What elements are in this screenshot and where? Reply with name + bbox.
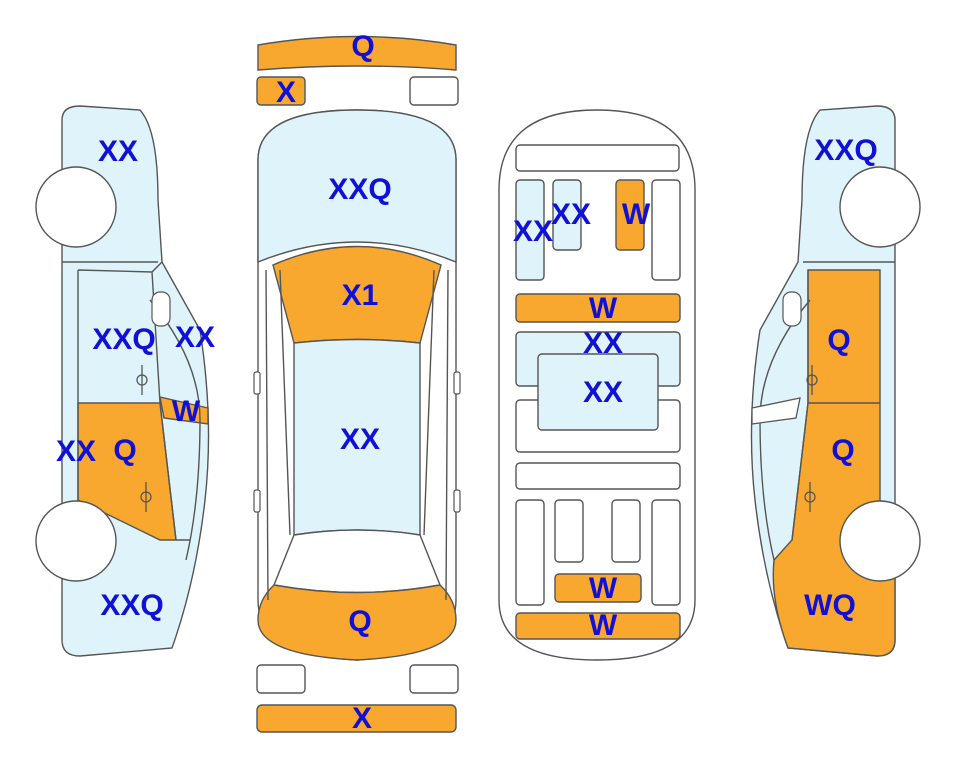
label-right-rear-quarter: WQ	[804, 589, 856, 622]
interior-view	[498, 109, 696, 661]
label-int-trunk-bar: W	[588, 609, 618, 642]
label-left-mirror: W	[171, 395, 201, 428]
rear-glass-part	[273, 529, 441, 594]
int-dash-bar-part[interactable]	[515, 293, 681, 323]
label-int-trunk-box: W	[588, 572, 618, 605]
label-int-console: XX	[582, 376, 624, 409]
door-handle-icon	[136, 365, 152, 512]
int-center-front-part[interactable]	[552, 179, 582, 251]
label-int-right-front: W	[621, 198, 651, 231]
int-console-part[interactable]	[537, 353, 659, 431]
int-right-front-part[interactable]	[615, 179, 645, 251]
label-left-sill: XX	[55, 435, 97, 468]
label-rear-window: Q	[348, 605, 372, 638]
label-right-rear-door: Q	[831, 434, 855, 467]
door-handle-icon	[804, 365, 818, 512]
label-rear-bumper: X	[351, 702, 373, 735]
wheel-icon	[35, 500, 117, 582]
top-view	[253, 35, 461, 733]
right-side-view	[750, 105, 921, 657]
label-int-mid-panel: XX	[582, 327, 624, 360]
label-roof: XX	[339, 423, 381, 456]
int-trunk-box-part[interactable]	[554, 573, 642, 603]
left-mirror-part[interactable]	[159, 396, 209, 425]
label-left-front-door: XXQ	[92, 323, 156, 356]
label-int-center-front: XX	[550, 198, 592, 231]
wheel-icon	[839, 166, 921, 248]
front-left-light-part[interactable]	[256, 76, 306, 106]
label-hood: XXQ	[328, 173, 392, 206]
label-left-a-pillar: XX	[174, 321, 216, 354]
left-side-view	[35, 105, 210, 657]
rear-left-light-part[interactable]	[256, 664, 306, 694]
trunk-part[interactable]	[257, 584, 457, 661]
label-left-rear-door: Q	[113, 434, 137, 467]
label-right-front-door: Q	[827, 324, 851, 357]
label-int-left-front: XX	[512, 215, 554, 248]
front-bumper-part[interactable]	[257, 35, 457, 71]
label-windshield: X1	[341, 279, 379, 312]
int-left-front-part[interactable]	[515, 179, 545, 281]
wheel-icon	[35, 166, 117, 248]
label-left-rear-quarter: XXQ	[100, 589, 164, 622]
label-front-left-light: X	[275, 76, 297, 109]
wheel-icon	[839, 500, 921, 582]
label-int-dash-bar: W	[588, 292, 618, 325]
label-front-bumper: Q	[351, 30, 375, 63]
mirror-icon	[751, 397, 801, 425]
front-right-light-part[interactable]	[409, 76, 459, 106]
int-trunk-bar-part[interactable]	[515, 612, 681, 640]
hood-part[interactable]	[257, 109, 457, 264]
label-left-front-fender: XX	[97, 135, 139, 168]
rear-right-light-part[interactable]	[409, 664, 459, 694]
rear-bumper-part[interactable]	[256, 704, 457, 733]
label-right-front-fender: XXQ	[814, 134, 878, 167]
